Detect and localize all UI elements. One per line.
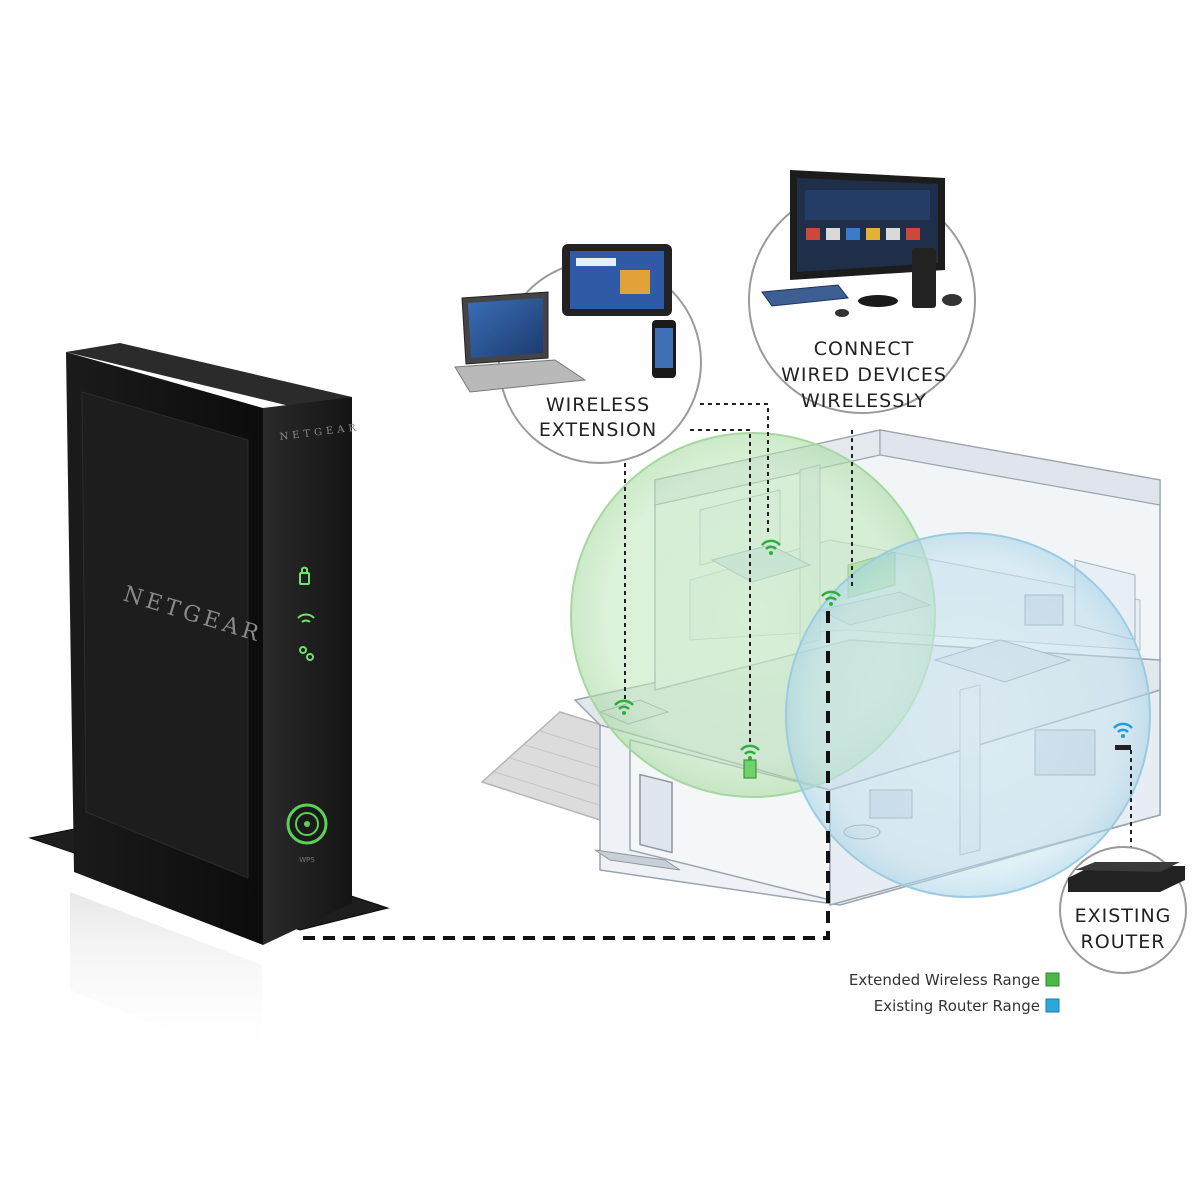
ethernet-cable-dashed xyxy=(303,610,830,940)
media-player-icon xyxy=(858,295,898,307)
wps-label: WPS xyxy=(299,856,315,864)
legend-label-router: Existing Router Range xyxy=(874,997,1040,1015)
netgear-extender-device: NETGEAR NETGEAR WPS xyxy=(28,343,390,1070)
legend-swatch-extended xyxy=(1045,972,1060,987)
tablet-icon xyxy=(562,244,672,316)
wifi-led-icon xyxy=(297,613,315,623)
callout-label-line: EXISTING xyxy=(1075,905,1172,927)
wireless-extension-connectors xyxy=(624,403,1132,868)
tv-icon xyxy=(790,170,945,280)
switch-icon xyxy=(761,284,849,307)
existing-router-callout: EXISTING ROUTER xyxy=(1059,846,1187,974)
callout-label-line: ROUTER xyxy=(1081,931,1166,953)
wireless-extension-callout: WIRELESS EXTENSION xyxy=(454,244,702,464)
front-door xyxy=(639,773,673,854)
legend-label-extended: Extended Wireless Range xyxy=(849,971,1040,989)
wifi-signal-icon xyxy=(761,539,781,555)
callout-label-line: WIRELESSLY xyxy=(801,390,927,412)
wifi-signal-icon xyxy=(614,699,634,715)
wifi-signal-icon xyxy=(740,744,760,760)
callout-label-line: CONNECT xyxy=(814,338,915,360)
power-led-icon xyxy=(299,566,310,585)
callout-label-line: WIRED DEVICES xyxy=(781,364,947,386)
wifi-signal-icon xyxy=(821,590,841,606)
connect-wired-callout: CONNECT WIRED DEVICES WIRELESSLY xyxy=(748,170,976,414)
callout-label-line: EXTENSION xyxy=(539,419,657,441)
laptop-icon xyxy=(454,291,587,393)
legend-swatch-router xyxy=(1045,998,1060,1013)
game-console-icon xyxy=(912,248,936,308)
router-wifi-icon xyxy=(1113,722,1133,738)
router-icon xyxy=(1068,866,1185,892)
existing-router-range-area xyxy=(785,532,1151,898)
phone-icon xyxy=(652,320,676,378)
callout-label-line: WIRELESS xyxy=(546,394,650,416)
link-led-icon xyxy=(299,646,314,661)
legend: Extended Wireless Range Existing Router … xyxy=(849,971,1060,1015)
wps-button[interactable] xyxy=(286,803,328,845)
